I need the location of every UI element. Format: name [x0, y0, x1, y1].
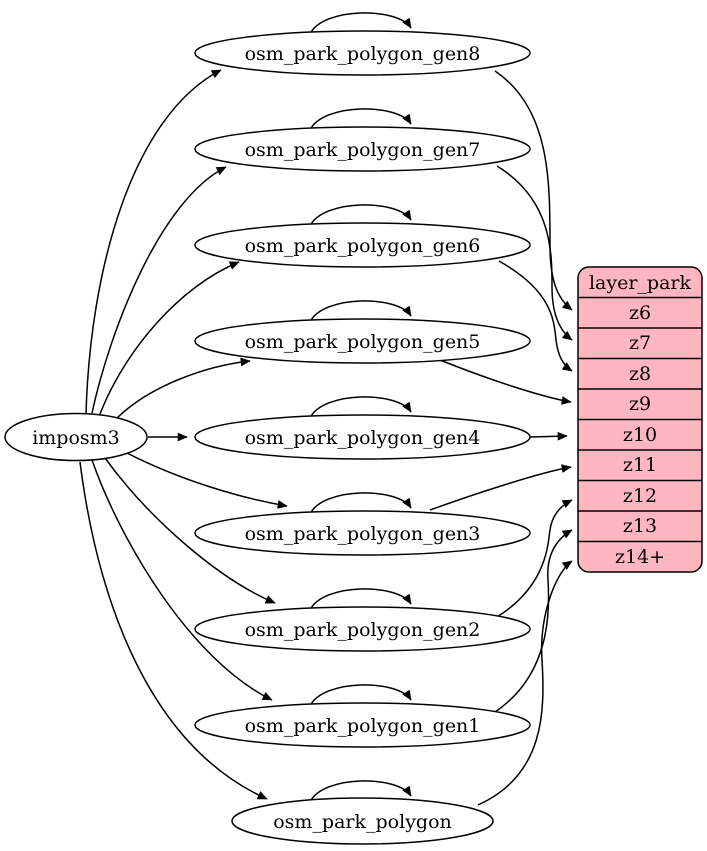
node-label: osm_park_polygon_gen3	[245, 523, 481, 545]
node-osm-park-polygon: osm_park_polygon	[231, 797, 494, 845]
row-label-z8: z8	[629, 363, 651, 385]
row-label-z14: z14+	[615, 546, 665, 568]
edge-imposm3-gen3	[126, 452, 288, 509]
edge-imposm3-gen6	[99, 261, 240, 415]
edge-imposm3-gen5	[116, 357, 251, 419]
self-loop-polygon	[309, 780, 412, 803]
node-label: osm_park_polygon_gen8	[245, 43, 481, 65]
table-title: layer_park	[589, 272, 692, 294]
node-ellipse	[194, 702, 531, 748]
edge-imposm3-gen8	[85, 69, 222, 415]
self-loop-gen4	[309, 396, 412, 419]
self-loop-gen1	[309, 684, 412, 707]
node-osm-park-polygon-gen1: osm_park_polygon_gen1	[194, 702, 531, 748]
node-layer-park-table: layer_park z6 z7 z8 z9 z10 z11 z12 z13 z…	[577, 266, 703, 573]
node-osm-park-polygon-gen8: osm_park_polygon_gen8	[194, 30, 531, 76]
self-loops	[309, 12, 412, 803]
edges-from-source	[79, 69, 288, 800]
node-ellipse	[194, 318, 531, 364]
row-label-z11: z11	[623, 454, 657, 476]
node-label: osm_park_polygon_gen1	[245, 715, 481, 737]
node-osm-park-polygon-gen2: osm_park_polygon_gen2	[194, 606, 531, 652]
node-label: osm_park_polygon_gen5	[245, 331, 481, 353]
node-ellipse	[194, 126, 531, 172]
edge-gen3-z11	[429, 464, 572, 511]
node-label: osm_park_polygon_gen6	[245, 235, 481, 257]
node-osm-park-polygon-gen4: osm_park_polygon_gen4	[194, 414, 531, 460]
node-osm-park-polygon-gen6: osm_park_polygon_gen6	[194, 222, 531, 268]
edge-imposm3-gen2	[104, 457, 276, 604]
row-label-z12: z12	[623, 485, 657, 507]
edge-gen1-z13	[494, 529, 573, 713]
self-loop-gen5	[309, 300, 412, 323]
edges-to-layer-table	[429, 70, 573, 806]
edge-polygon-z14	[477, 560, 573, 806]
node-osm-park-polygon-gen7: osm_park_polygon_gen7	[194, 126, 531, 172]
edge-gen7-z7	[496, 165, 573, 341]
node-ellipse	[194, 510, 531, 556]
edge-gen4-z10	[529, 431, 568, 441]
node-ellipse	[4, 412, 148, 462]
node-imposm3: imposm3	[4, 412, 148, 462]
edge-imposm3-gen7	[91, 166, 227, 414]
node-label: osm_park_polygon_gen4	[245, 427, 481, 449]
edge-gen5-z9	[439, 359, 572, 405]
node-ellipse	[231, 797, 494, 845]
node-ellipse	[194, 606, 531, 652]
self-loop-gen2	[309, 588, 412, 611]
edge-gen6-z8	[498, 260, 573, 372]
self-loop-gen8	[309, 12, 412, 35]
node-label: osm_park_polygon_gen7	[245, 139, 481, 161]
row-label-z6: z6	[629, 302, 651, 324]
node-label: imposm3	[32, 427, 120, 449]
row-label-z9: z9	[629, 393, 651, 415]
row-label-z13: z13	[623, 515, 657, 537]
row-label-z10: z10	[623, 424, 657, 446]
node-osm-park-polygon-gen5: osm_park_polygon_gen5	[194, 318, 531, 364]
edge-gen8-z6	[494, 70, 573, 311]
edge-imposm3-polygon	[79, 461, 268, 800]
node-label: osm_park_polygon_gen2	[245, 619, 481, 641]
edge-gen2-z12	[496, 499, 573, 618]
node-ellipse	[194, 30, 531, 76]
self-loop-gen6	[309, 204, 412, 227]
edge-imposm3-gen1	[91, 459, 273, 701]
node-label: osm_park_polygon	[273, 811, 452, 833]
node-ellipse	[194, 414, 531, 460]
node-osm-park-polygon-gen3: osm_park_polygon_gen3	[194, 510, 531, 556]
node-ellipse	[194, 222, 531, 268]
self-loop-gen7	[309, 108, 412, 131]
self-loop-gen3	[309, 492, 412, 515]
row-label-z7: z7	[629, 332, 651, 354]
